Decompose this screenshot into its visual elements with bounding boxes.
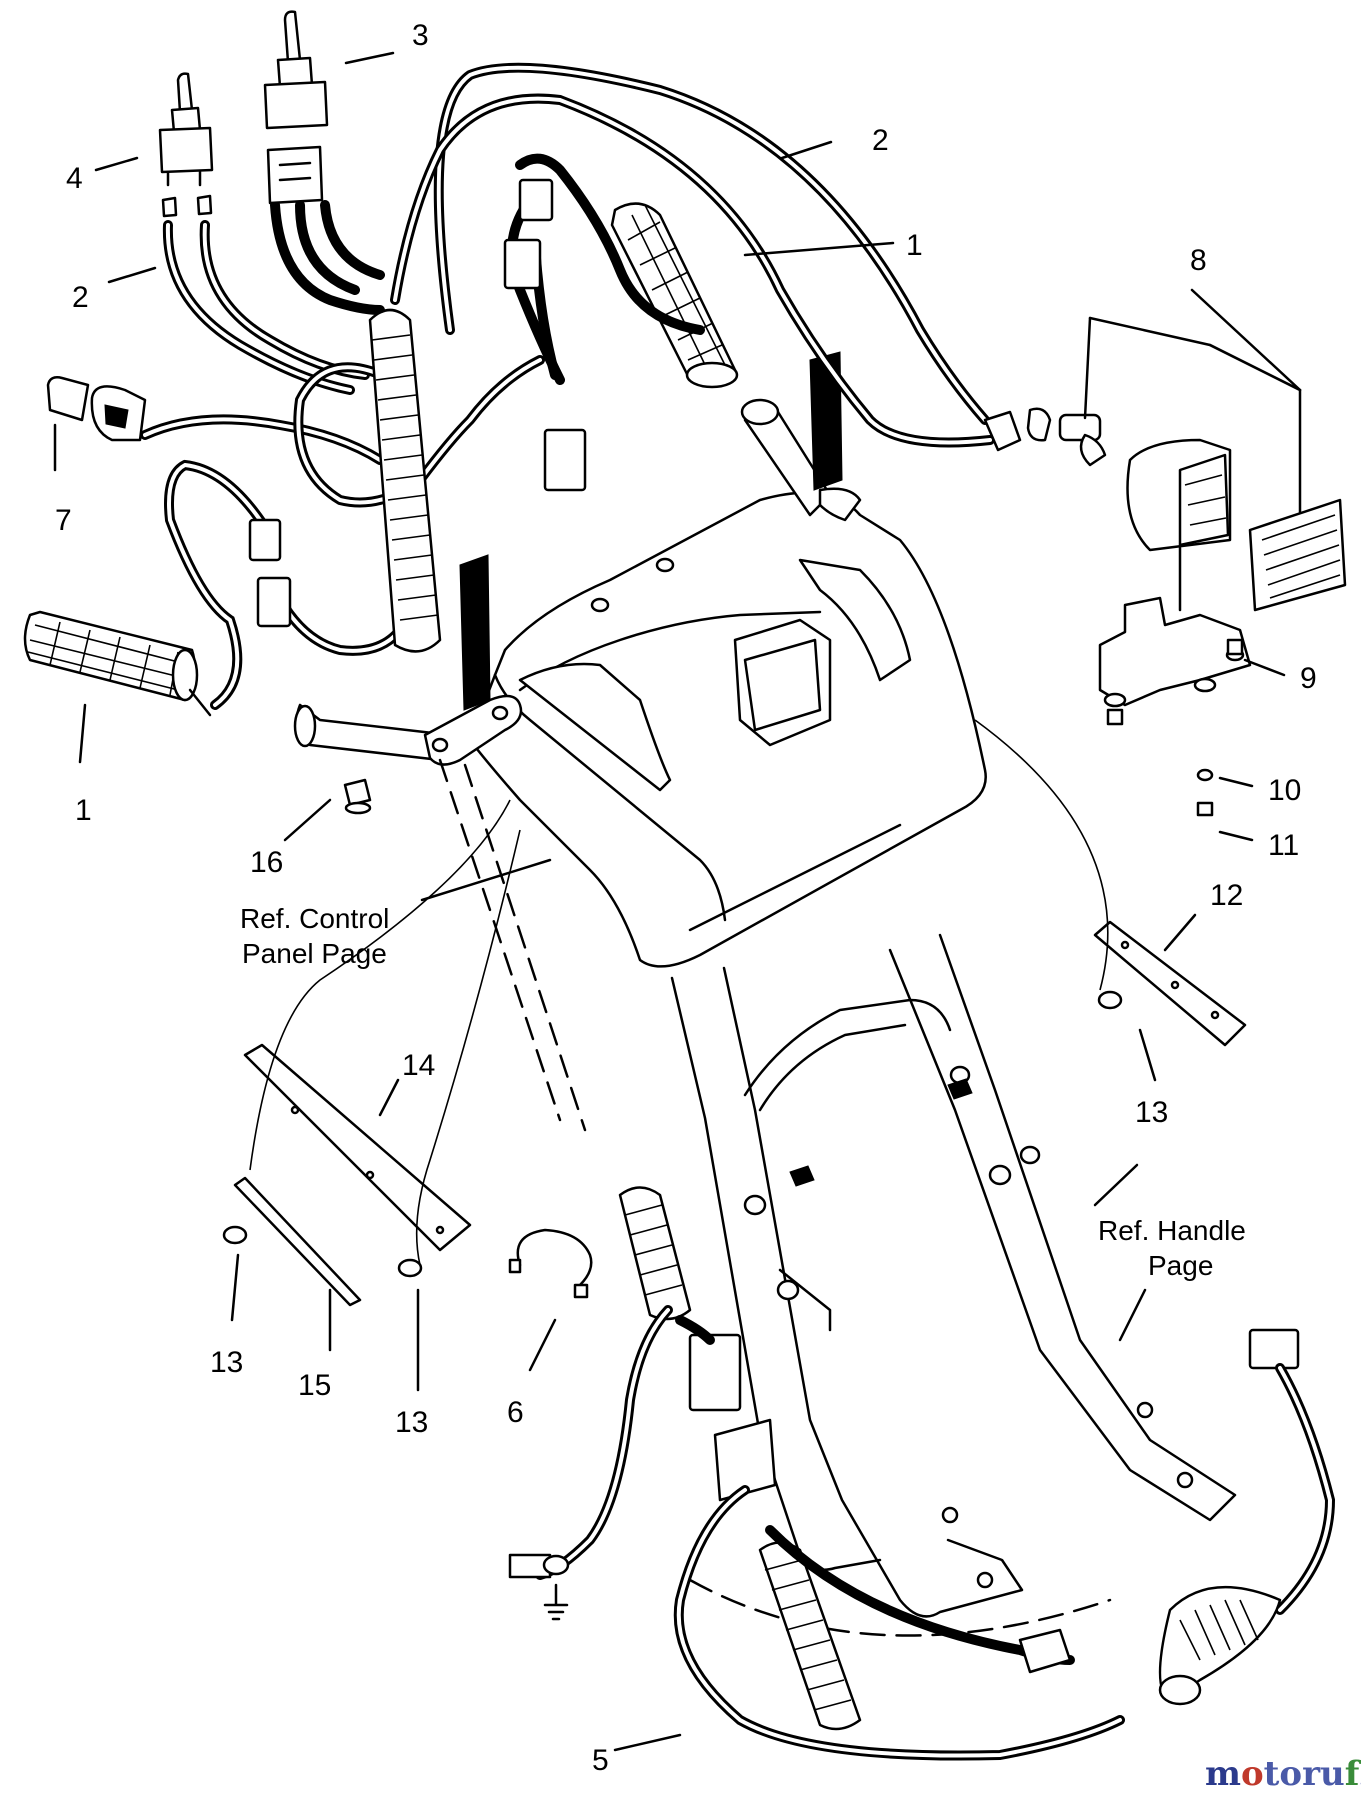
light-bracket-9: [1098, 546, 1252, 817]
watermark-logo: motoruf.de: [1205, 1754, 1361, 1794]
routing-lines: [249, 719, 1112, 1637]
watermark-suffix: .de: [1359, 1770, 1361, 1789]
connectors: [248, 178, 1107, 628]
callout-15: 15: [298, 1369, 331, 1402]
watermark-letter: f: [1345, 1754, 1361, 1794]
reference-labels: Ref. Control Panel Page Ref. Handle Page: [240, 903, 1246, 1281]
headlight-assembly-8: [1083, 316, 1347, 612]
callout-11: 11: [1268, 829, 1299, 862]
callout-4: 4: [66, 162, 83, 195]
callout-1-left: 1: [75, 794, 92, 827]
lower-wire-harness-5: [508, 1186, 1336, 1761]
wire-conduit-upper: [368, 308, 442, 653]
callout-16: 16: [250, 846, 283, 879]
handle-tube-left: [293, 554, 523, 766]
watermark-letter: o: [1279, 1754, 1302, 1794]
callout-10: 10: [1268, 774, 1301, 807]
watermark-letter: o: [1241, 1754, 1264, 1794]
toggle-switch-4: [158, 72, 214, 218]
callout-13-middle: 13: [395, 1406, 428, 1439]
ignition-key-7: [46, 376, 147, 442]
strap-15: [233, 1176, 362, 1307]
callout-7: 7: [55, 504, 72, 537]
ref-control-panel-line1: Ref. Control: [240, 903, 389, 934]
ref-control-panel-line2: Panel Page: [242, 938, 387, 969]
ref-handle-line1: Ref. Handle: [1098, 1215, 1246, 1246]
mounting-plate-12: [1093, 920, 1247, 1047]
callout-14: 14: [402, 1049, 435, 1082]
ref-handle-line2: Page: [1148, 1250, 1213, 1281]
wire-harness-2: [140, 62, 995, 710]
handle-tube-right: [740, 351, 862, 522]
mounting-plate-14: [243, 1043, 472, 1252]
handlebar-grip-left: [23, 610, 212, 717]
callout-2-upper: 2: [872, 124, 889, 157]
watermark-letter: m: [1205, 1754, 1241, 1794]
callout-2-left: 2: [72, 281, 89, 314]
watermark-letter: u: [1320, 1754, 1345, 1794]
watermark-letter: t: [1264, 1754, 1280, 1794]
callout-6: 6: [507, 1396, 524, 1429]
toggle-switch-3: [263, 10, 329, 205]
callout-1-right: 1: [906, 229, 923, 262]
callout-3: 3: [412, 19, 429, 52]
leader-lines: [53, 51, 1302, 1752]
callout-5: 5: [592, 1744, 609, 1777]
callout-12: 12: [1210, 879, 1243, 912]
callout-numbers: 3 4 2 2 1 7 8 9 10 11 12 1 16 14 13 13 1…: [55, 19, 1317, 1777]
svg-text:motoruf.de: motoruf.de: [1205, 1754, 1361, 1794]
nuts-13: [222, 990, 1123, 1278]
control-panel-housing: [468, 491, 987, 968]
bolt-16: [343, 778, 372, 815]
callout-8: 8: [1190, 244, 1207, 277]
callout-9: 9: [1300, 662, 1317, 695]
handle-frame: [670, 933, 1237, 1618]
handlebar-grip-right: [610, 202, 739, 389]
watermark-letter: r: [1302, 1754, 1321, 1794]
ground-wire-6: [508, 1228, 593, 1299]
callout-13-right: 13: [1135, 1096, 1168, 1129]
callout-13-left: 13: [210, 1346, 243, 1379]
